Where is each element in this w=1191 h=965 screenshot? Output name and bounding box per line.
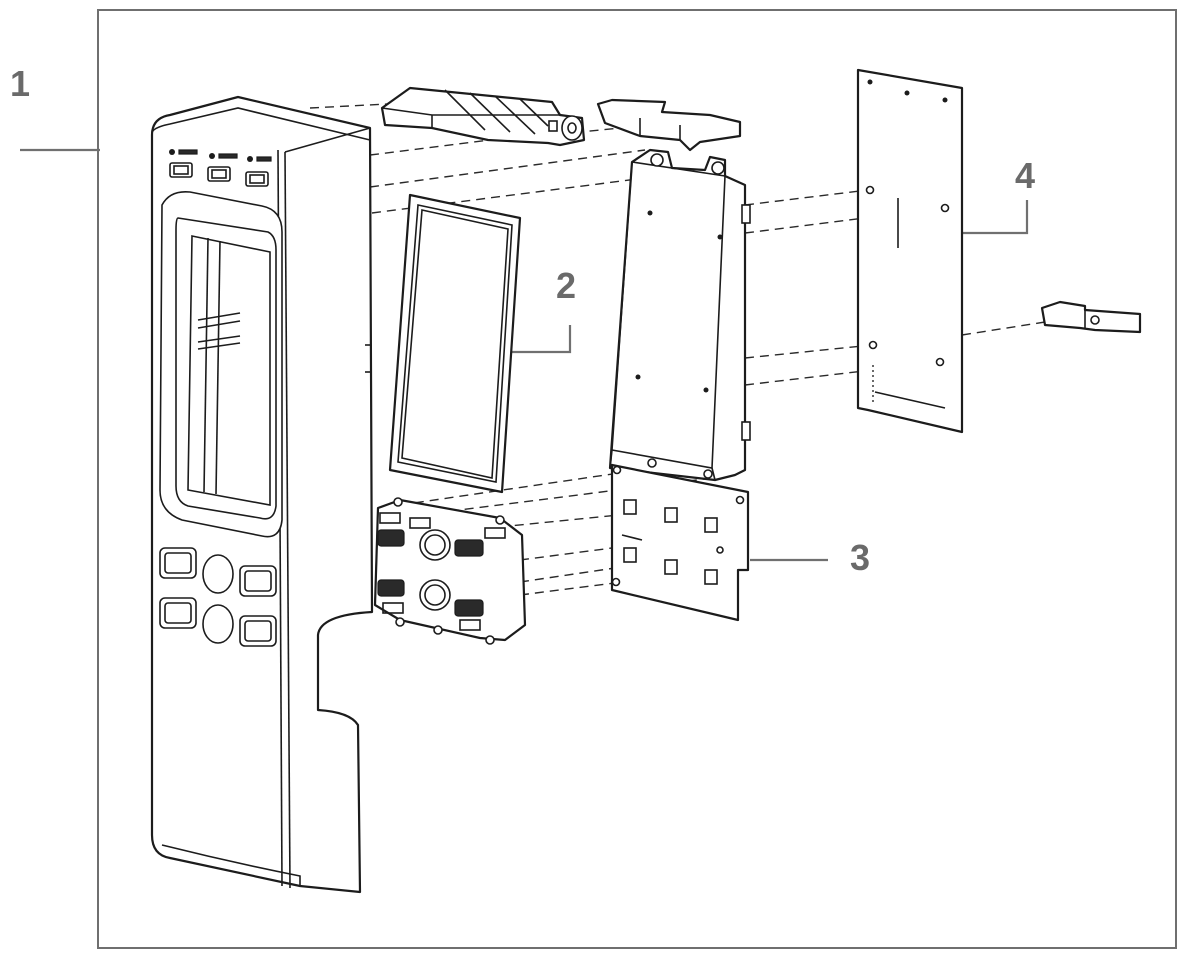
small-bracket: [1040, 300, 1142, 334]
leader-line-2: [510, 325, 572, 354]
back-plate-part-4: [856, 68, 964, 434]
keypad-assembly: [373, 497, 527, 645]
indicator-lights: [169, 149, 272, 187]
front-housing-part-1: [150, 95, 374, 894]
callout-label-4: 4: [1015, 155, 1036, 196]
lens-panel-part-2: [388, 193, 522, 494]
front-button-cutouts: [159, 547, 277, 647]
button-pcb-part-3: [610, 463, 750, 622]
display-module: [608, 148, 751, 482]
display-window: [159, 190, 283, 538]
callout-label-2: 2: [556, 265, 577, 306]
mounting-clip: [596, 98, 742, 152]
callout-label-1: 1: [10, 63, 31, 104]
callout-label-3: 3: [850, 537, 871, 578]
leader-line-4: [962, 200, 1029, 235]
hinge-cap: [380, 86, 586, 147]
